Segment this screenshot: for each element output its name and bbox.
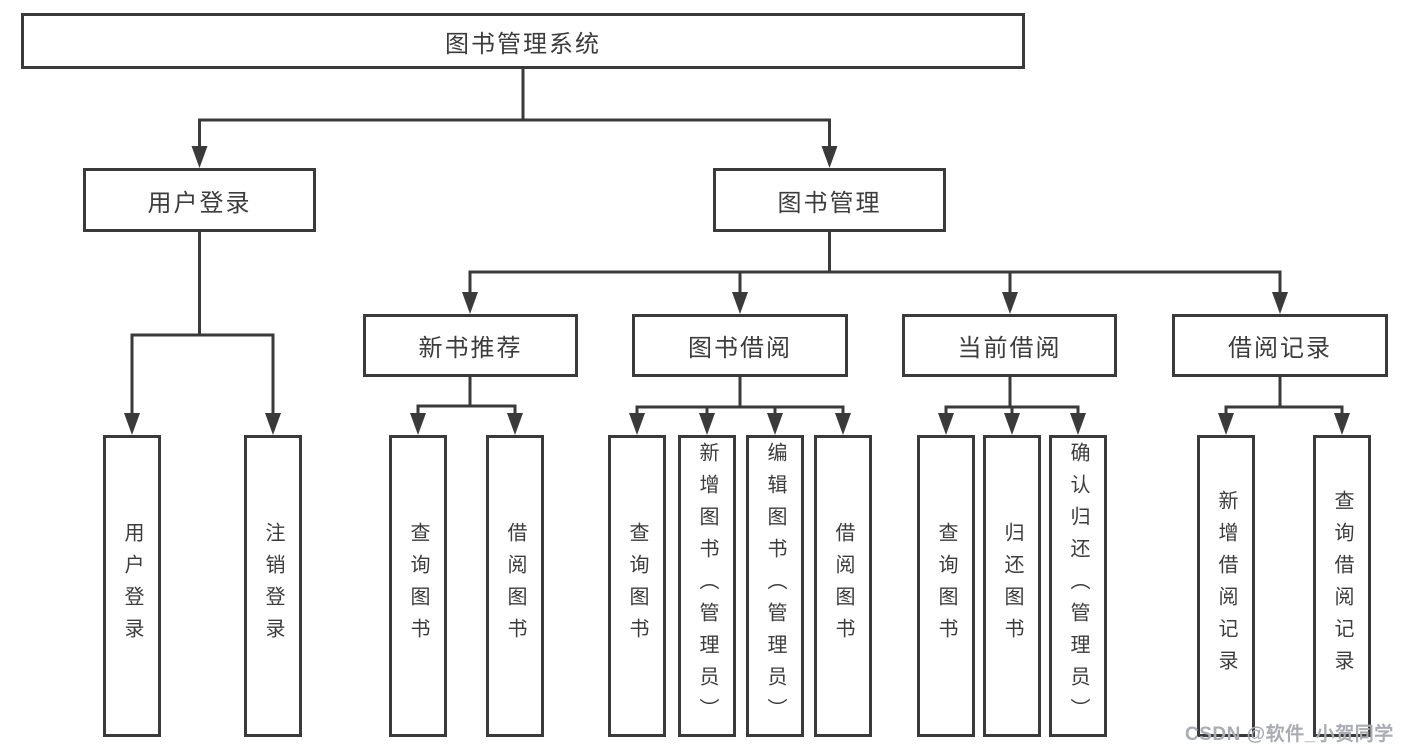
leaf-query-book-1-label: 查询图书 bbox=[407, 522, 429, 650]
connector-book-management-to-groups bbox=[468, 232, 1282, 294]
node-book-management-label: 图书管理 bbox=[777, 189, 882, 217]
node-book-management: 图书管理 bbox=[713, 168, 946, 232]
leaf-add-book-admin: 新增图书（管理员） bbox=[678, 435, 736, 737]
leaf-query-book-3-label: 查询图书 bbox=[935, 522, 957, 650]
group-new-book-recommendation: 新书推荐 bbox=[363, 314, 578, 377]
leaf-add-book-admin-label: 新增图书（管理员） bbox=[696, 442, 718, 730]
group-current-borrowing: 当前借阅 bbox=[902, 314, 1117, 377]
leaf-query-borrow-record: 查询借阅记录 bbox=[1313, 435, 1371, 737]
connector-new-book-to-leaves bbox=[416, 377, 517, 415]
leaf-add-borrow-record-label: 新增借阅记录 bbox=[1215, 490, 1237, 682]
group-borrowing-records: 借阅记录 bbox=[1172, 314, 1388, 377]
leaf-logout-label: 注销登录 bbox=[262, 522, 284, 650]
leaf-return-book: 归还图书 bbox=[983, 435, 1041, 737]
leaf-query-book-2: 查询图书 bbox=[608, 435, 666, 737]
connector-book-borrowing-to-leaves bbox=[635, 377, 845, 415]
leaf-edit-book-admin: 编辑图书（管理员） bbox=[746, 435, 804, 737]
leaf-borrow-book-2-label: 借阅图书 bbox=[832, 522, 854, 650]
watermark-text: CSDN @软件_小贺同学 bbox=[1185, 724, 1394, 745]
group-book-borrowing-label: 图书借阅 bbox=[688, 335, 792, 362]
leaf-edit-book-admin-label: 编辑图书（管理员） bbox=[764, 442, 786, 730]
leaf-borrow-book-1: 借阅图书 bbox=[486, 435, 544, 737]
node-user-login: 用户登录 bbox=[83, 168, 316, 232]
leaf-borrow-book-2: 借阅图书 bbox=[814, 435, 872, 737]
group-book-borrowing: 图书借阅 bbox=[632, 314, 848, 377]
leaf-user-login-label: 用户登录 bbox=[121, 522, 143, 650]
connector-user-login-to-leaves bbox=[130, 232, 275, 415]
connector-root-to-branches bbox=[198, 69, 831, 146]
group-new-book-recommendation-label: 新书推荐 bbox=[418, 335, 523, 362]
leaf-query-book-1: 查询图书 bbox=[389, 435, 447, 737]
leaf-borrow-book-1-label: 借阅图书 bbox=[504, 522, 526, 650]
node-root-label: 图书管理系统 bbox=[445, 30, 601, 58]
leaf-query-book-3: 查询图书 bbox=[917, 435, 975, 737]
leaf-confirm-return-admin-label: 确认归还（管理员） bbox=[1067, 442, 1089, 730]
leaf-logout: 注销登录 bbox=[244, 435, 302, 737]
node-user-login-label: 用户登录 bbox=[147, 189, 252, 217]
group-current-borrowing-label: 当前借阅 bbox=[957, 335, 1062, 362]
leaf-add-borrow-record: 新增借阅记录 bbox=[1197, 435, 1255, 737]
connector-borrow-records-to-leaves bbox=[1224, 377, 1344, 415]
connector-current-borrowing-to-leaves bbox=[944, 377, 1080, 415]
leaf-confirm-return-admin: 确认归还（管理员） bbox=[1049, 435, 1107, 737]
leaf-user-login: 用户登录 bbox=[103, 435, 161, 737]
leaf-query-borrow-record-label: 查询借阅记录 bbox=[1331, 490, 1353, 682]
leaf-return-book-label: 归还图书 bbox=[1001, 522, 1023, 650]
node-root: 图书管理系统 bbox=[21, 13, 1025, 69]
group-borrowing-records-label: 借阅记录 bbox=[1228, 335, 1332, 362]
leaf-query-book-2-label: 查询图书 bbox=[626, 522, 648, 650]
